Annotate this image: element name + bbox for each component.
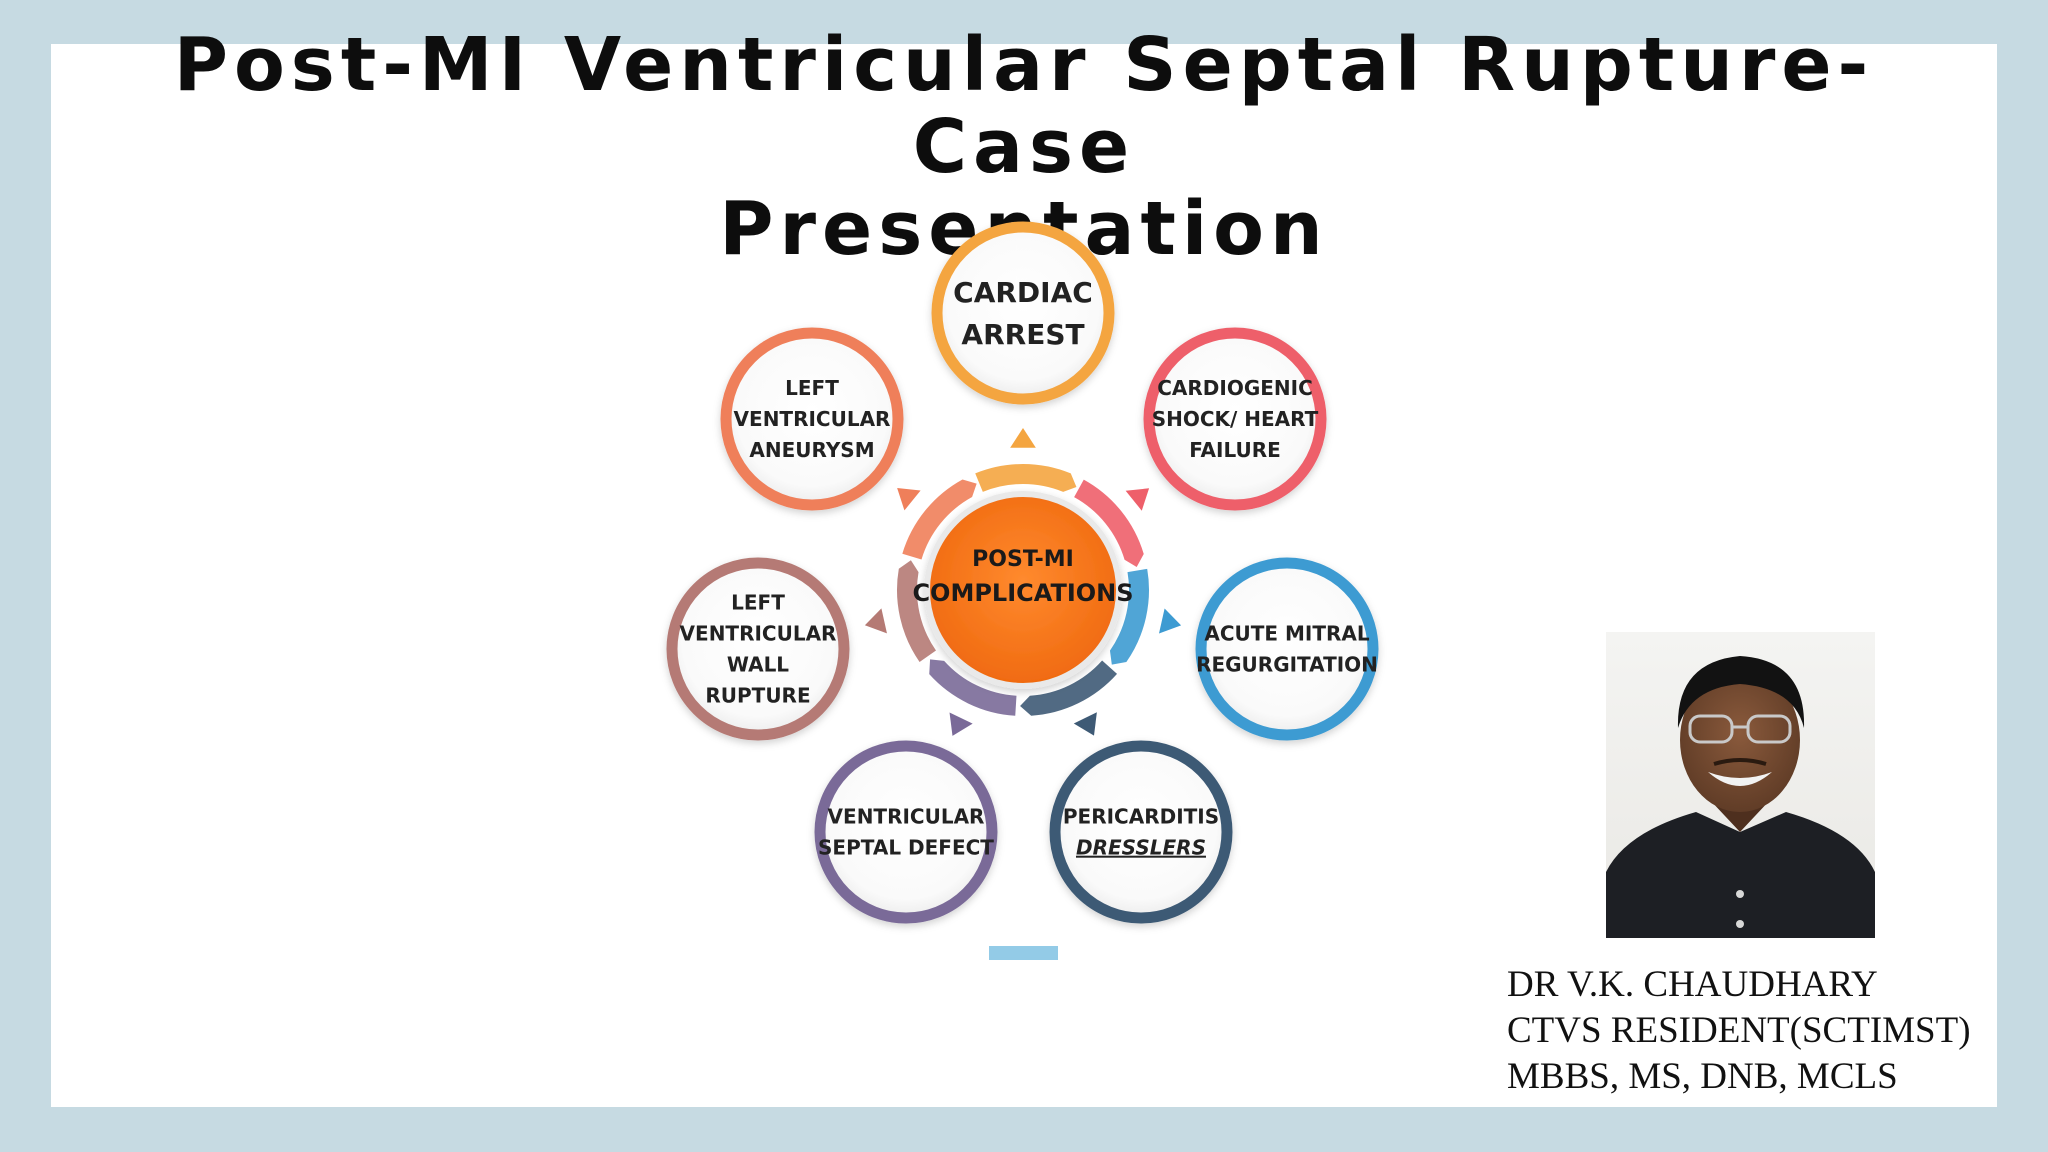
node-label-line: REGURGITATION bbox=[1196, 653, 1378, 677]
arrow-head bbox=[1010, 428, 1036, 448]
node-ring bbox=[937, 227, 1109, 399]
node-cardiac-arrest: CARDIAC ARREST bbox=[937, 227, 1109, 399]
arrow-head bbox=[1074, 712, 1097, 735]
node-lv-aneurysm: LEFT VENTRICULAR ANEURYSM bbox=[726, 333, 898, 505]
node-label-line: LEFT bbox=[731, 591, 785, 615]
node-acute-mitral-regurgitation: ACUTE MITRAL REGURGITATION bbox=[1196, 563, 1378, 735]
node-pericarditis: PERICARDITIS DRESSLERS bbox=[1055, 746, 1227, 918]
presenter-photo bbox=[1606, 632, 1875, 938]
arrow-head bbox=[865, 608, 887, 633]
node-label-line: VENTRICULAR bbox=[734, 407, 891, 431]
node-ring bbox=[820, 746, 992, 918]
presenter-name: DR V.K. CHAUDHARY bbox=[1507, 962, 1971, 1008]
node-label-line: RUPTURE bbox=[705, 684, 810, 708]
node-ring bbox=[672, 563, 844, 735]
node-label-line: WALL bbox=[727, 653, 789, 677]
node-label-line: ANEURYSM bbox=[749, 438, 874, 462]
arrow-head bbox=[950, 712, 973, 735]
ring-segment bbox=[975, 464, 1076, 492]
node-label-line: ACUTE MITRAL bbox=[1204, 622, 1370, 646]
node-label-line: CARDIAC bbox=[953, 276, 1093, 309]
node-ventricular-septal-defect: VENTRICULAR SEPTAL DEFECT bbox=[818, 746, 994, 918]
node-label-line: CARDIOGENIC bbox=[1157, 376, 1313, 400]
node-label-line: SEPTAL DEFECT bbox=[818, 836, 994, 860]
node-label-line: SHOCK/ HEART bbox=[1152, 407, 1319, 431]
center-node: POST-MI COMPLICATIONS bbox=[912, 494, 1133, 686]
arrow-head bbox=[1126, 488, 1149, 510]
node-label-line: FAILURE bbox=[1189, 438, 1281, 462]
node-label-line: ARREST bbox=[961, 318, 1084, 351]
node-label-line: VENTRICULAR bbox=[680, 622, 837, 646]
node-label-line: DRESSLERS bbox=[1076, 836, 1206, 860]
node-ring bbox=[1201, 563, 1373, 735]
node-ring bbox=[1055, 746, 1227, 918]
presenter-credits: DR V.K. CHAUDHARY CTVS RESIDENT(SCTIMST)… bbox=[1507, 962, 1971, 1100]
center-label-line-2: COMPLICATIONS bbox=[912, 579, 1133, 607]
node-label-line: VENTRICULAR bbox=[828, 805, 985, 829]
node-cardiogenic-shock: CARDIOGENIC SHOCK/ HEART FAILURE bbox=[1149, 333, 1321, 505]
node-label-line: PERICARDITIS bbox=[1063, 805, 1219, 829]
node-lv-wall-rupture: LEFT VENTRICULAR WALL RUPTURE bbox=[672, 563, 844, 735]
arrow-head bbox=[1159, 608, 1181, 633]
progress-indicator bbox=[989, 946, 1058, 960]
node-label-line: LEFT bbox=[785, 376, 839, 400]
arrow-head bbox=[897, 488, 920, 510]
presenter-degrees: MBBS, MS, DNB, MCLS bbox=[1507, 1054, 1971, 1100]
presenter-position: CTVS RESIDENT(SCTIMST) bbox=[1507, 1008, 1971, 1054]
center-label-line-1: POST-MI bbox=[972, 547, 1074, 572]
